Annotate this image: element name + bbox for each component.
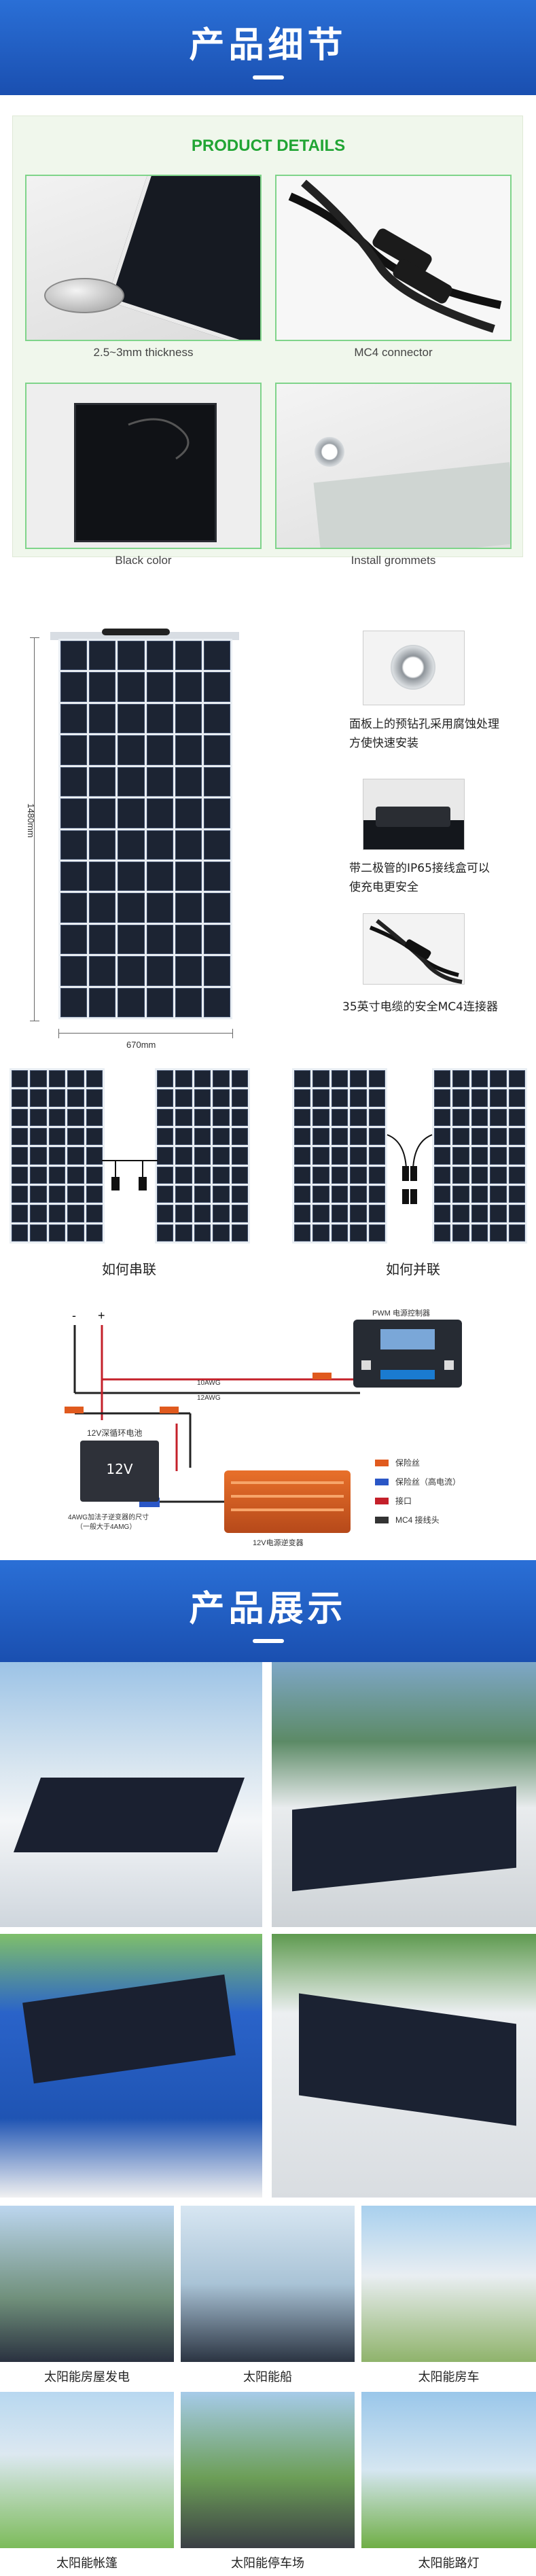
app-photo-carport bbox=[181, 2392, 355, 2548]
detail-card-grommets bbox=[275, 383, 512, 549]
app-label-boat: 太阳能船 bbox=[243, 2370, 292, 2384]
power-inverter bbox=[224, 1470, 351, 1533]
detail-card-thickness bbox=[25, 175, 262, 341]
product-details-heading: PRODUCT DETAILS bbox=[191, 137, 346, 155]
detail-caption-thickness: 2.5~3mm thickness bbox=[93, 346, 194, 359]
detail-caption-mc4: MC4 connector bbox=[354, 346, 433, 359]
boat-photo-2 bbox=[272, 1662, 536, 1927]
parallel-label: 如何并联 bbox=[386, 1261, 440, 1277]
charge-controller bbox=[353, 1320, 462, 1388]
showcase-banner: 产品展示 bbox=[0, 1560, 536, 1662]
cable-icon bbox=[128, 418, 190, 460]
details-banner: 产品细节 bbox=[0, 0, 536, 95]
product-details-panel: PRODUCT DETAILS 2.5~3mm thickness MC4 co… bbox=[12, 116, 523, 567]
app-photo-house bbox=[0, 2206, 174, 2362]
feature-image-junction-box bbox=[363, 779, 465, 850]
series-label: 如何串联 bbox=[102, 1261, 156, 1277]
app-label-house: 太阳能房屋发电 bbox=[44, 2370, 130, 2384]
wire-10awg-label: 10AWG bbox=[197, 1379, 221, 1387]
app-label-streetlight: 太阳能路灯 bbox=[418, 2556, 480, 2571]
coin-icon bbox=[44, 278, 124, 313]
showcase-banner-title: 产品展示 bbox=[189, 1588, 347, 1629]
boat-photo-1 bbox=[0, 1662, 262, 1927]
battery-top-label: 12V深循环电池 bbox=[87, 1428, 143, 1438]
svg-text:+: + bbox=[98, 1309, 105, 1322]
battery-icon: 12V bbox=[80, 1441, 159, 1502]
app-photo-boat bbox=[181, 2206, 355, 2362]
grommet-icon bbox=[315, 437, 344, 467]
wire-12awg-label: 12AWG bbox=[197, 1394, 221, 1402]
rv-roof-photo bbox=[272, 1934, 536, 2198]
feature-image-mc4 bbox=[363, 913, 465, 985]
mc4-connector-icon bbox=[288, 179, 502, 333]
detail-caption-black: Black color bbox=[115, 554, 172, 567]
wiring-lines: - + bbox=[65, 1309, 360, 1507]
app-label-rv: 太阳能房车 bbox=[418, 2370, 480, 2384]
app-photo-tent bbox=[0, 2392, 174, 2548]
feature-image-grommet bbox=[363, 631, 465, 705]
detail-caption-grommets: Install grommets bbox=[351, 554, 436, 567]
svg-text:-: - bbox=[72, 1309, 76, 1322]
app-label-tent: 太阳能帐篷 bbox=[56, 2556, 118, 2571]
boat-canopy-photo bbox=[0, 1934, 262, 2198]
details-banner-title: 产品细节 bbox=[189, 24, 347, 66]
series-connector-icon bbox=[102, 1160, 158, 1190]
banner-underline bbox=[252, 75, 284, 80]
app-label-carport: 太阳能停车场 bbox=[231, 2556, 304, 2571]
solar-panel-large bbox=[58, 639, 232, 1019]
detail-card-black bbox=[25, 383, 262, 549]
feature-1-text: 面板上的预钻孔采用腐蚀处理方使快速安装 bbox=[349, 718, 499, 750]
inverter-label: 12V电源逆变器 bbox=[253, 1539, 304, 1547]
feature-2-text: 带二极管的IP65接线盒可以使充电更安全 bbox=[349, 862, 490, 894]
detail-card-mc4 bbox=[275, 175, 512, 341]
battery-note-line1: 4AWG加法子逆变器的尺寸 bbox=[68, 1514, 149, 1521]
app-photo-rv bbox=[361, 2206, 536, 2362]
feature-3-text: 35英寸电缆的安全MC4连接器 bbox=[342, 1000, 498, 1014]
battery-note-line2: （一般大于4AMG） bbox=[76, 1523, 137, 1531]
mc4-cable-icon bbox=[369, 919, 463, 984]
height-dimension-label: 1480mm bbox=[25, 803, 36, 838]
parallel-connector-icon bbox=[387, 1134, 433, 1204]
controller-label: PWM 电源控制器 bbox=[372, 1309, 430, 1318]
banner-underline-2 bbox=[252, 1638, 284, 1643]
app-photo-streetlight bbox=[361, 2392, 536, 2548]
grommet-closeup-icon bbox=[391, 645, 435, 690]
width-dimension-label: 670mm bbox=[126, 1040, 156, 1050]
